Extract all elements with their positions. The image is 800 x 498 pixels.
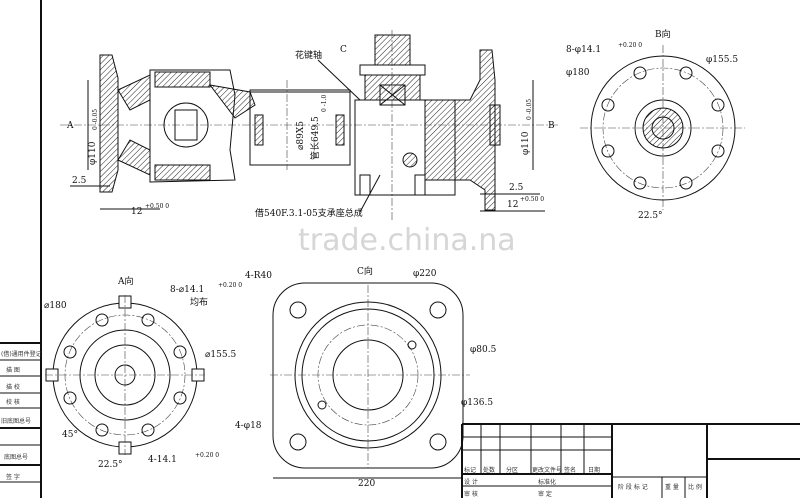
view-b-title: B向 <box>655 28 671 40</box>
view-c-radius-dim: 4-R40 <box>245 271 272 281</box>
side-table <box>0 342 41 483</box>
view-c-bracket <box>270 282 470 479</box>
side-row-label: 校 核 <box>6 398 20 406</box>
right-diameter-tol: 0 -0.05 <box>526 99 533 120</box>
view-a-pcd-dim: ⌀155.5 <box>205 350 236 360</box>
main-section-view <box>60 30 560 220</box>
right-width-dim: 12 <box>507 200 518 210</box>
left-gap-dim: 2.5 <box>72 176 87 186</box>
view-c-outer-dim: φ220 <box>413 269 437 279</box>
view-b-holes-dim: 8-φ14.1 <box>566 45 601 55</box>
view-a-outer-dim: ⌀180 <box>44 301 67 311</box>
side-row-label: 底图总号 <box>4 453 28 461</box>
title-block-header: 分区 <box>506 466 518 474</box>
tube-length-tol: 0 -1.0 <box>321 95 328 112</box>
view-a-angle1-dim: 45° <box>62 430 78 440</box>
title-block-header: 标记 <box>464 466 476 474</box>
title-block-header: 日期 <box>588 466 600 474</box>
side-row-label: (借)通用件登记 <box>1 350 42 358</box>
left-width-tol: +0.50 0 <box>145 203 169 210</box>
title-block-header: 处数 <box>483 466 495 474</box>
view-a-holes-dim: 8-⌀14.1 <box>170 285 204 295</box>
section-a-label: A <box>66 121 74 131</box>
view-b-pcd-dim: φ155.5 <box>706 55 738 65</box>
side-row-label: 签 字 <box>6 473 20 481</box>
side-row-label: 描 校 <box>6 383 20 391</box>
left-diameter-dim: φ110 <box>88 141 98 165</box>
tube-length-dim: 管长649.5 <box>309 116 321 160</box>
view-a-even-label: 均布 <box>190 296 208 308</box>
view-b-holes-tol: +0.20 0 <box>618 42 642 49</box>
scale-label: 比 例 <box>688 483 702 491</box>
view-c-holes-dim: 4-φ18 <box>235 421 262 431</box>
watermark: trade.china.na <box>298 223 516 258</box>
section-b-label: B <box>548 121 555 131</box>
tube-diameter-dim: ⌀89X5 <box>296 121 306 150</box>
approve-label: 审 定 <box>538 490 552 498</box>
title-block-header: 签名 <box>564 466 576 474</box>
view-a-title: A向 <box>117 275 134 287</box>
view-b-outer-dim: φ180 <box>566 68 590 78</box>
view-a-holes-tol: +0.20 0 <box>218 282 242 289</box>
design-label: 设 计 <box>464 478 478 486</box>
left-width-dim: 12 <box>131 207 142 217</box>
section-c-label: C <box>340 45 347 55</box>
side-row-label: 旧底图总号 <box>1 417 31 425</box>
view-b-angle-dim: 22.5° <box>638 211 663 221</box>
weight-label: 重 量 <box>665 483 679 491</box>
view-c-pcd-dim: φ136.5 <box>461 398 493 408</box>
view-a-flange <box>45 295 205 455</box>
spline-shaft-label: 花键轴 <box>295 49 322 61</box>
view-c-width-dim: 220 <box>358 479 375 489</box>
right-gap-dim: 2.5 <box>509 183 524 193</box>
view-c-title: C向 <box>357 265 373 277</box>
review-label: 审 核 <box>464 490 478 498</box>
standard-label: 标准化 <box>538 478 556 486</box>
stage-label: 阶 段 标 记 <box>618 483 648 491</box>
side-row-label: 描 图 <box>6 366 20 374</box>
view-a-angle2-dim: 22.5° <box>98 460 123 470</box>
view-a-slots-tol: +0.20 0 <box>195 452 219 459</box>
right-diameter-dim: φ110 <box>521 131 531 155</box>
view-b-flange <box>580 45 745 210</box>
title-block <box>461 423 800 498</box>
left-diameter-tol: 0 -0.05 <box>92 109 99 130</box>
view-a-slots-dim: 4-14.1 <box>148 455 177 465</box>
title-block-header: 更改文件号 <box>532 466 562 474</box>
right-width-tol: +0.50 0 <box>520 196 544 203</box>
support-assembly-label: 借540F.3.1-05支承座总成 <box>255 207 363 219</box>
view-c-bore-dim: φ80.5 <box>470 345 497 355</box>
